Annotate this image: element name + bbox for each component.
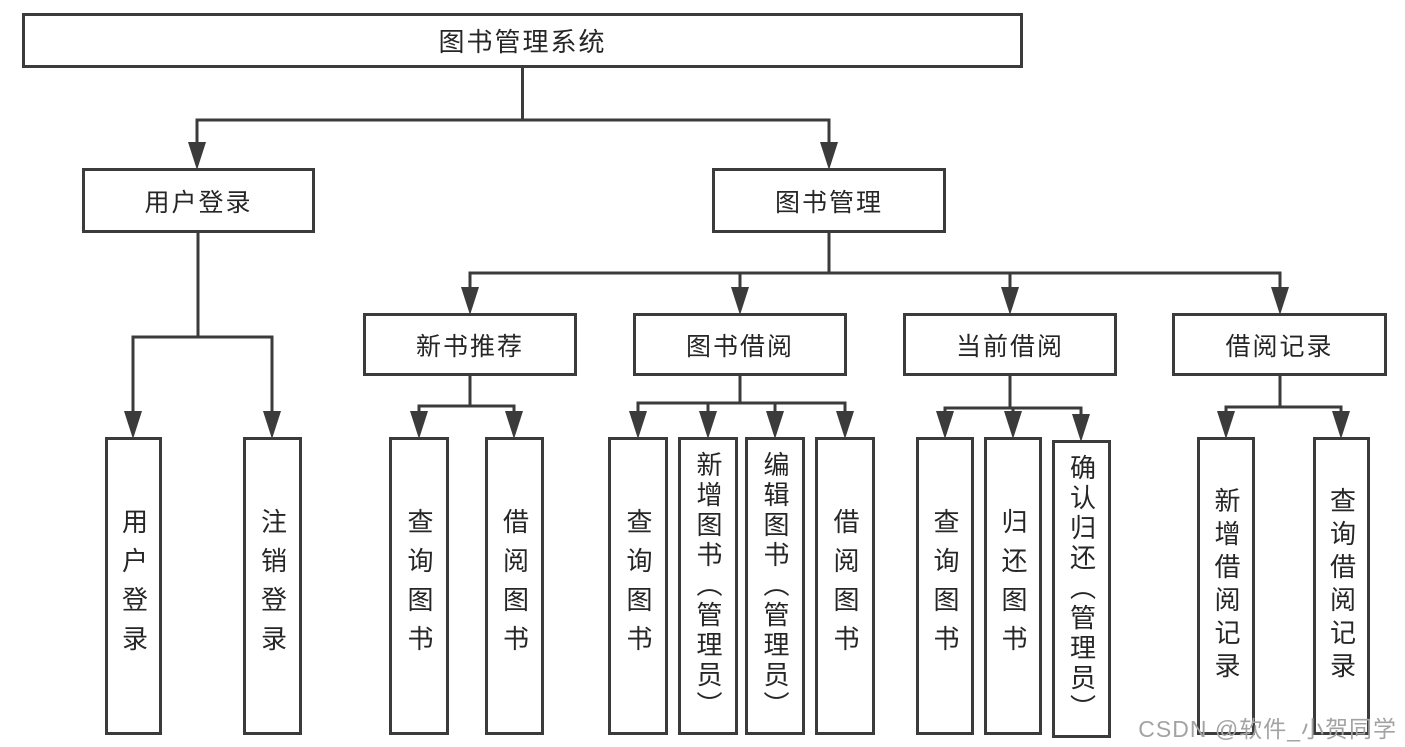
csdn-watermark: CSDN @软件_小贺同学 [1138,716,1397,742]
leaf-borrow-books-recommend: 借阅图书 [485,437,544,735]
leaf-user-login: 用户登录 [105,437,162,735]
leaf-add-books-admin: 新增图书（管理员） [678,437,738,735]
leaf-add-borrow-record: 新增借阅记录 [1197,437,1255,735]
leaf-borrow-books: 借阅图书 [815,437,875,735]
node-book-borrow: 图书借阅 [633,313,847,376]
arrowheads [124,142,1350,442]
leaf-edit-books-admin: 编辑图书（管理员） [745,437,805,735]
leaf-return-books: 归还图书 [984,437,1042,735]
node-root-system: 图书管理系统 [22,13,1023,68]
node-new-book-recommend: 新书推荐 [363,313,577,376]
node-borrow-record: 借阅记录 [1172,313,1387,376]
leaf-query-books-borrow: 查询图书 [608,437,668,735]
leaf-query-borrow-record: 查询借阅记录 [1313,437,1370,735]
node-book-management: 图书管理 [712,168,946,233]
leaf-query-books-current: 查询图书 [916,437,974,735]
leaf-confirm-return-admin: 确认归还（管理员） [1052,440,1111,738]
node-user-login: 用户登录 [82,168,315,233]
leaf-query-books-recommend: 查询图书 [389,437,449,735]
leaf-logout: 注销登录 [243,437,302,735]
node-current-borrow: 当前借阅 [903,313,1117,376]
